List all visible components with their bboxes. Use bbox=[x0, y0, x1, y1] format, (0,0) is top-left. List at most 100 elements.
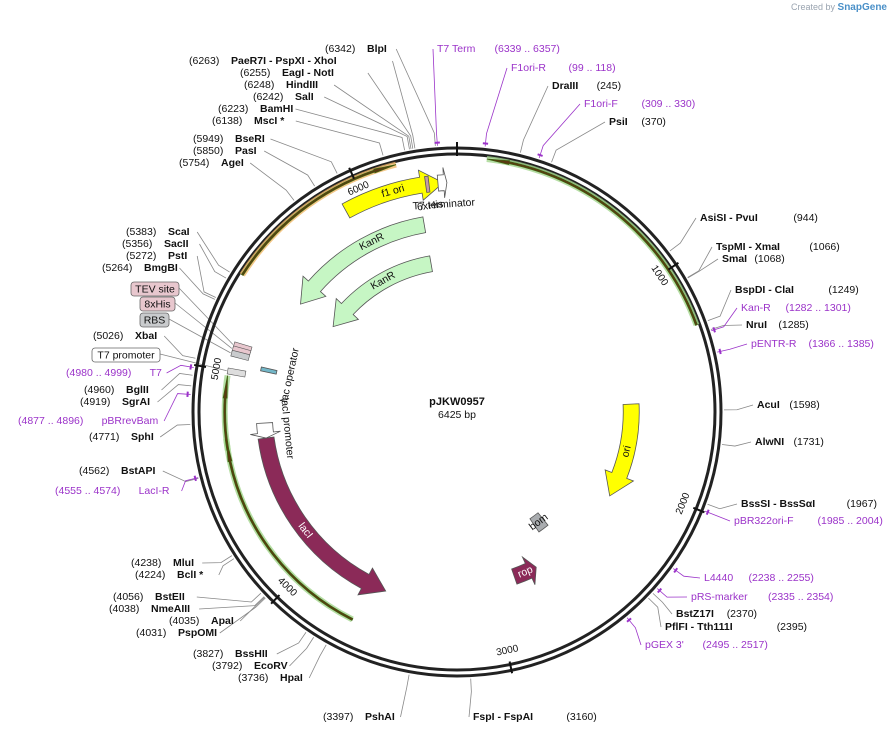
site-position: (5383) bbox=[126, 226, 156, 238]
site-label: (4038)NmeAIII bbox=[109, 603, 190, 615]
primer-label: pENTR-R(1366 .. 1385) bbox=[751, 338, 874, 350]
feature-box bbox=[130, 281, 180, 297]
site-position: (4919) bbox=[80, 396, 110, 408]
site-name: SgrAI bbox=[122, 396, 150, 408]
site-name: BstAPI bbox=[121, 465, 156, 477]
site-position: (1066) bbox=[809, 241, 839, 253]
box-leader bbox=[178, 287, 234, 345]
site-name: HindIII bbox=[286, 79, 318, 91]
ori-feature-label: ori bbox=[619, 444, 633, 458]
site-position: (2370) bbox=[727, 608, 757, 620]
primer-range: (1366 .. 1385) bbox=[809, 338, 874, 350]
primer-leader bbox=[711, 307, 738, 332]
site-name: AlwNI bbox=[755, 436, 784, 448]
primer-name: Kan-R bbox=[741, 302, 771, 314]
orf-arc bbox=[222, 375, 230, 451]
f1-ori-feature bbox=[341, 169, 445, 219]
site-label: AsiSI - PvuI(944) bbox=[700, 212, 818, 224]
site-leader bbox=[218, 558, 235, 576]
site-leader bbox=[295, 120, 384, 156]
primer-name: F1ori-F bbox=[584, 98, 618, 110]
primer-range: (1282 .. 1301) bbox=[786, 302, 851, 314]
site-position: (1731) bbox=[794, 436, 824, 448]
primer-label: pGEX 3'(2495 .. 2517) bbox=[645, 639, 768, 651]
site-position: (4056) bbox=[113, 591, 143, 603]
site-leader bbox=[163, 335, 196, 359]
site-name: BssSI - BssSαI bbox=[741, 498, 815, 510]
site-label: (3792)EcoRV bbox=[212, 660, 288, 672]
site-name: MluI bbox=[173, 557, 194, 569]
site-label: TspMI - XmaI (1066) bbox=[716, 241, 840, 253]
6xhis-feature-label: 6xHis bbox=[416, 198, 444, 213]
primer-leader bbox=[163, 393, 191, 422]
primer-leader bbox=[717, 343, 748, 353]
site-label: (6255)EagI - NotI bbox=[240, 67, 334, 79]
site-position: (6248) bbox=[244, 79, 274, 91]
tick-mark bbox=[692, 506, 705, 514]
site-label: (4031)PspOMI bbox=[136, 627, 217, 639]
primer-range: (6339 .. 6357) bbox=[495, 43, 560, 55]
site-name: SmaI bbox=[722, 253, 747, 265]
site-label: (6242)SalI bbox=[253, 91, 314, 103]
watermark-created-by: Created by bbox=[790, 2, 836, 12]
site-leader bbox=[468, 678, 472, 718]
site-name: NmeAIII bbox=[151, 603, 190, 615]
rop-feature-label: rop bbox=[516, 563, 535, 580]
primer-label: (4980 .. 4999)T7 bbox=[66, 367, 162, 379]
primer-name: F1ori-R bbox=[511, 62, 546, 74]
primer-name: T7 Term bbox=[437, 43, 476, 55]
site-position: (3160) bbox=[566, 711, 596, 723]
site-label: (6223)BamHI bbox=[218, 103, 293, 115]
box-leader bbox=[174, 302, 233, 349]
site-position: (1967) bbox=[847, 498, 877, 510]
site-leader bbox=[219, 597, 266, 634]
site-leader bbox=[519, 85, 549, 153]
primer-range: (2335 .. 2354) bbox=[768, 591, 833, 603]
tick-mark bbox=[270, 594, 281, 605]
site-name: AcuI bbox=[757, 399, 780, 411]
site-position: (4238) bbox=[131, 557, 161, 569]
primer-leader bbox=[657, 588, 688, 598]
site-leader bbox=[723, 404, 754, 411]
site-label: (6138) MscI * bbox=[212, 115, 285, 127]
site-name: ApaI bbox=[211, 615, 234, 627]
snapgene-watermark: Created by SnapGene bbox=[791, 2, 887, 13]
laci-feature bbox=[257, 436, 387, 596]
primer-range: (2495 .. 2517) bbox=[703, 639, 768, 651]
ori-feature bbox=[604, 403, 640, 497]
site-leader bbox=[324, 96, 410, 150]
site-label: BssSI - BssSαI (1967) bbox=[741, 498, 877, 510]
site-label: AlwNI (1731) bbox=[755, 436, 824, 448]
site-label: (5026) XbaI bbox=[93, 330, 157, 342]
site-leader bbox=[264, 150, 315, 187]
site-position: (5754) bbox=[179, 157, 209, 169]
orf-arc-highlight bbox=[239, 161, 397, 277]
site-leader bbox=[687, 246, 713, 278]
primer-range: (4980 .. 4999) bbox=[66, 367, 131, 379]
site-name: XbaI bbox=[135, 330, 157, 342]
site-position: (5026) bbox=[93, 330, 123, 342]
primer-label: (4877 .. 4896)pBRrevBam bbox=[18, 415, 158, 427]
primer-leader bbox=[432, 48, 438, 146]
site-name: PaeR7I - PspXI - XhoI bbox=[231, 55, 337, 67]
site-name: MscI * bbox=[254, 115, 285, 127]
primer-range: (99 .. 118) bbox=[569, 62, 616, 74]
site-leader-lines bbox=[157, 48, 754, 718]
site-name: BclI * bbox=[177, 569, 204, 581]
box-leader bbox=[159, 353, 227, 372]
primer-range: (2238 .. 2255) bbox=[749, 572, 814, 584]
lac-operator-feature bbox=[260, 366, 278, 375]
site-name: TspMI - XmaI bbox=[716, 241, 780, 253]
t7-terminator-feature-label: T7 terminator bbox=[412, 197, 476, 213]
site-position: (4960) bbox=[84, 384, 114, 396]
kanr-feature bbox=[332, 255, 433, 328]
site-position: (6138) bbox=[212, 115, 242, 127]
site-position: (4224) bbox=[135, 569, 165, 581]
site-leader bbox=[652, 593, 673, 615]
site-label: (5949)BseRI bbox=[193, 133, 265, 145]
site-position: (4562) bbox=[79, 465, 109, 477]
site-position: (1068) bbox=[754, 253, 784, 265]
site-label: (4056)BstEII bbox=[113, 591, 185, 603]
site-position: (5356) bbox=[122, 238, 152, 250]
